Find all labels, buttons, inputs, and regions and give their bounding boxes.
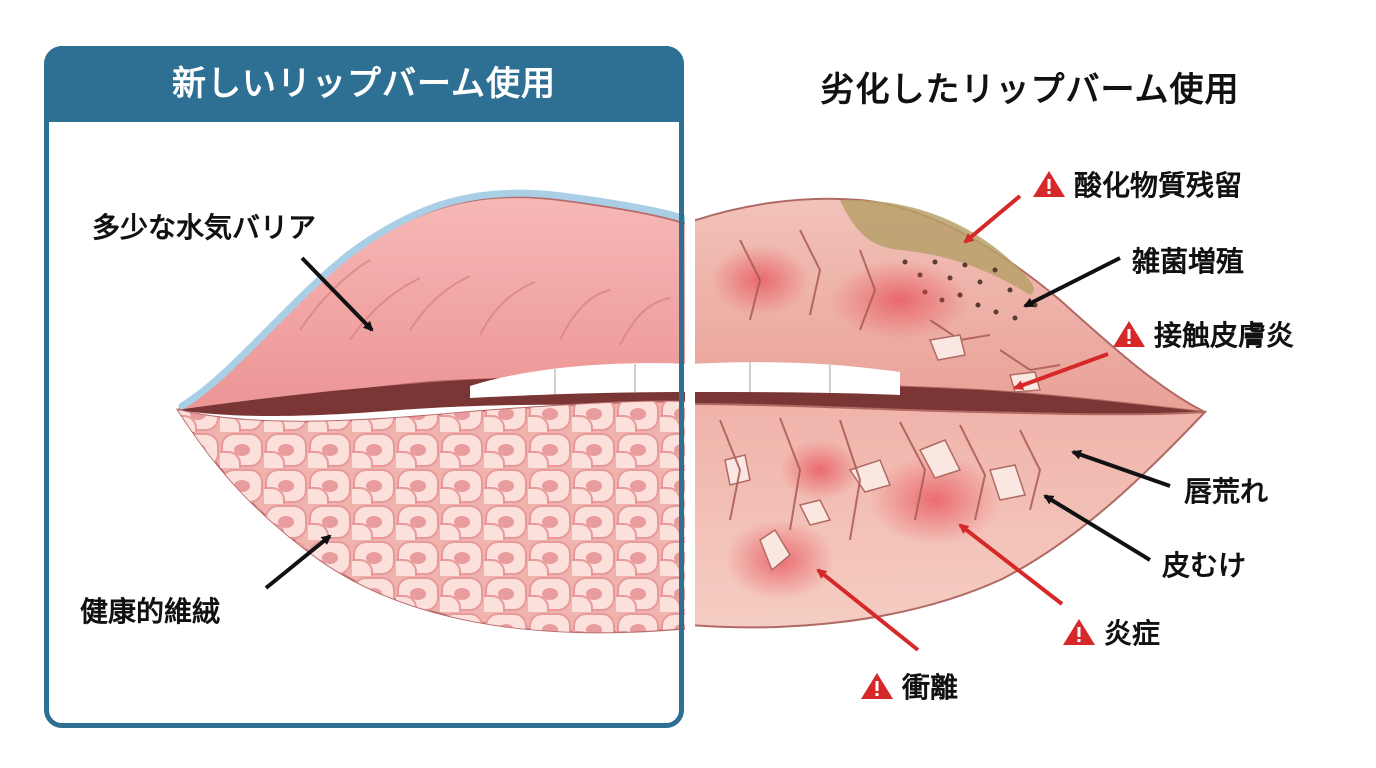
arrow-peeling [1043,494,1152,562]
arrow-inflammation [958,523,1064,606]
peeling-flakes [724,334,1041,572]
arrow-barrier [300,256,374,332]
label-peeling: 皮むけ [1162,549,1247,582]
warning-icon [1033,171,1065,197]
arrow-oxidized [963,194,1022,244]
arrow-irritation [816,568,920,652]
arrow-bacteria [1023,256,1121,308]
label-inflammation: 炎症 [1062,612,1160,652]
label-oxidized-residue: 酸化物質残留 [1032,164,1242,204]
label-healthy-tissue: 健康的維絨 [80,595,221,628]
arrow-chapped [1071,449,1171,488]
label-chapped-lips: 唇荒れ [1184,475,1269,508]
oxidized-residue [840,199,1034,295]
moisture-barrier-layer [178,189,685,410]
label-bacteria-growth: 雑菌増殖 [1132,245,1245,278]
warning-icon [861,673,893,699]
warning-icon [1113,321,1145,347]
damaged-teeth [695,362,900,395]
arrow-dermatitis [1013,352,1109,390]
healthy-panel-header [44,46,684,122]
healthy-panel-frame [44,46,684,728]
warning-icon [1063,619,1095,645]
arrow-tissue [264,534,332,590]
label-moisture-barrier: 多少な水気バリア [92,211,317,244]
damaged-panel-title: 劣化したリップバーム使用 [820,70,1240,110]
healthy-panel-title: 新しいリップバーム使用 [172,64,556,104]
damaged-lips [695,197,1208,629]
label-irritation: 衝離 [860,666,958,706]
label-contact-dermatitis: 接触皮膚炎 [1112,314,1294,354]
healthy-teeth [470,363,685,398]
